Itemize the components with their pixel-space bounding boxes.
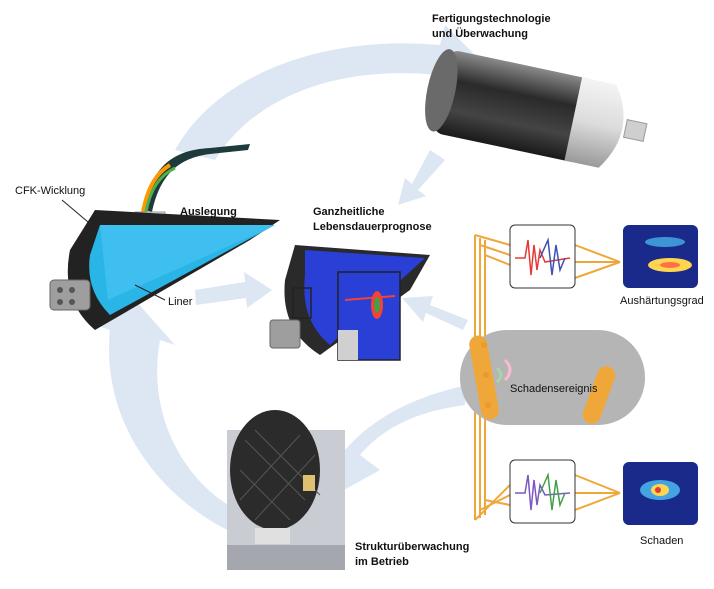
design-label: Auslegung: [180, 206, 237, 218]
cycle-arrow-bottom: [330, 385, 468, 495]
monitoring-label-line2: im Betrieb: [355, 556, 409, 568]
liner-label: Liner: [168, 296, 193, 308]
cycle-arrow-down: [398, 150, 445, 205]
damage-label: Schaden: [640, 535, 684, 547]
cycle-arrow-sensor: [402, 296, 468, 330]
lifetime-label-line2: Lebensdauerprognose: [313, 221, 432, 233]
monitoring-label-line1: Strukturüberwachung: [355, 541, 470, 553]
lifetime-label-line1: Ganzheitliche: [313, 206, 385, 218]
manufacturing-label: Fertigungstechnologie und Überwachung: [432, 12, 551, 42]
cycle-arrow-top: [175, 25, 490, 160]
cycle-arrow-design: [195, 272, 272, 308]
monitoring-label: Strukturüberwachung im Betrieb: [355, 540, 469, 570]
damage-event-label: Schadensereignis: [510, 383, 598, 395]
winding-label: CFK-Wicklung: [15, 185, 86, 197]
curing-label: Aushärtungsgrad: [620, 295, 704, 307]
manufacturing-label-line2: und Überwachung: [432, 28, 528, 40]
cycle-arrow-left: [95, 300, 255, 540]
manufacturing-label-line1: Fertigungstechnologie: [432, 13, 551, 25]
lifetime-label: Ganzheitliche Lebensdauerprognose: [313, 205, 432, 235]
